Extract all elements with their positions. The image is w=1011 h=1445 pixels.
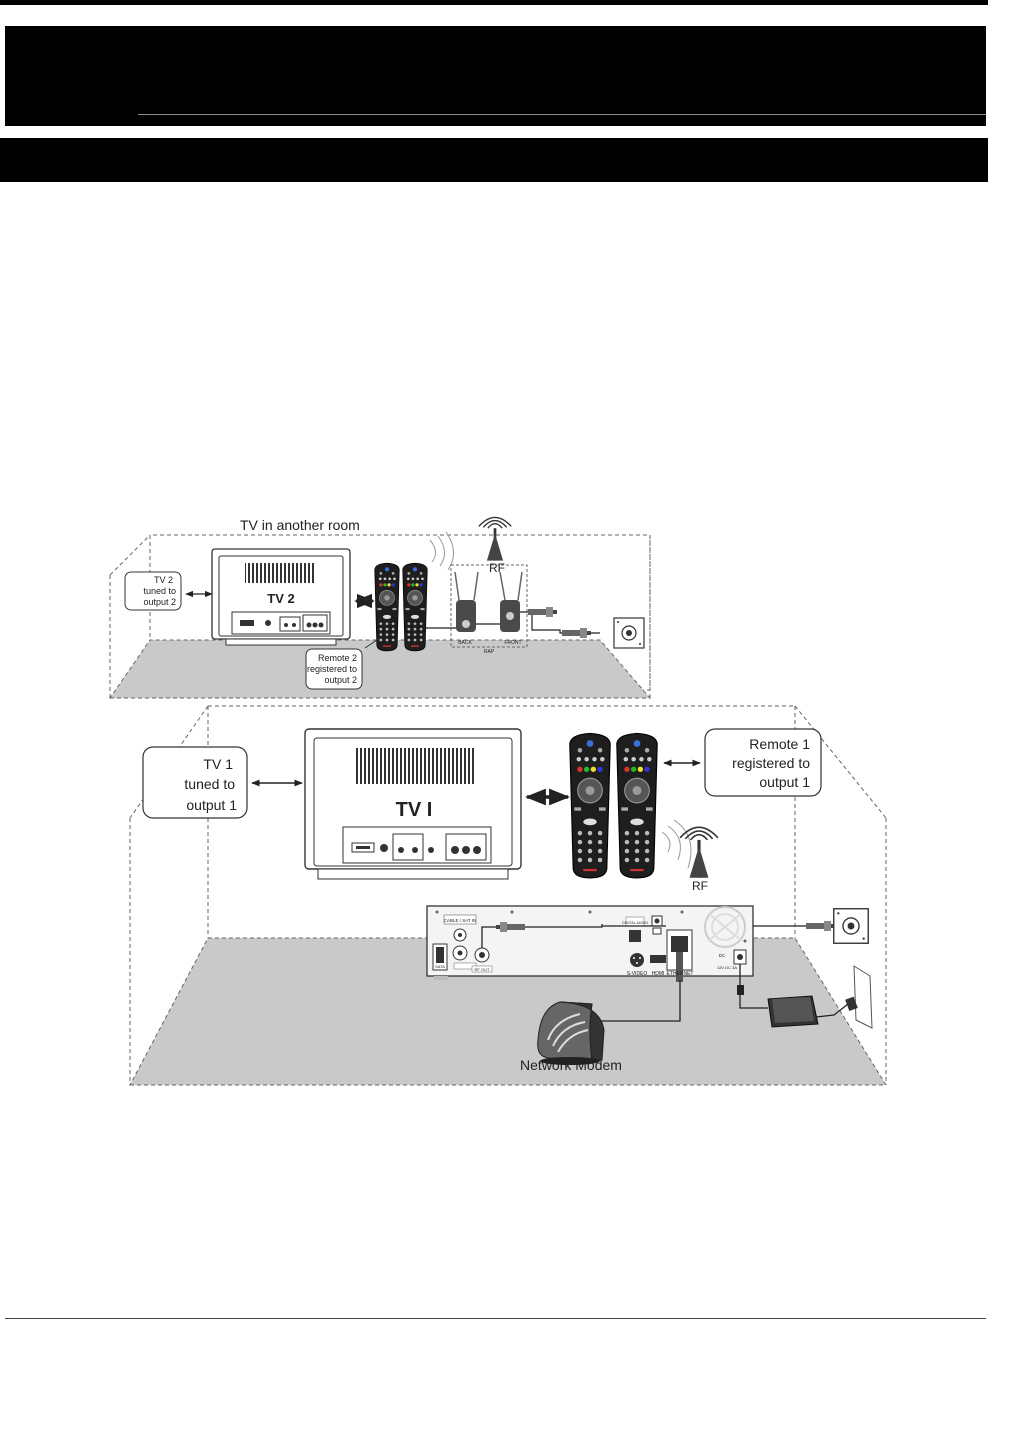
header-inner-line (138, 114, 986, 115)
footer-rule (5, 1318, 986, 1319)
rf-antenna-bottom-icon (679, 826, 719, 879)
rf-antenna-top-icon (478, 516, 512, 562)
remote2-callout-line1: Remote 2 (318, 653, 357, 663)
rap-box (450, 564, 528, 648)
dc-power-cable (739, 964, 768, 1009)
rf-label-top: RF (489, 561, 505, 575)
port-digital-audio-label: DIGITAL AUDIO (622, 921, 648, 925)
remote2-callout-line2: registered to (307, 664, 357, 674)
tv1-callout-line3: output 1 (186, 797, 237, 813)
remote1-callout-line1: Remote 1 (749, 736, 810, 752)
receiver-back-panel: CABLE / SAT IN SATA RF OUT DIGITAL AUDIO… (426, 905, 754, 982)
wall-plate-bottom-icon (833, 908, 869, 944)
port-svideo-label: S-VIDEO (627, 971, 648, 977)
dc-cable-ferrite (737, 985, 744, 995)
remote1-b (616, 732, 658, 879)
tv1-callout-line1: TV 1 (203, 756, 233, 772)
tv2-tuned-callout: TV 2 tuned to output 2 (124, 571, 182, 611)
rf-waves-bottom (661, 819, 692, 869)
rap-front-unit: FRONT (499, 571, 523, 646)
port-dc-label: DC (719, 953, 726, 958)
tv2-label: TV 2 (267, 591, 294, 606)
tv1-label: TV I (396, 799, 433, 821)
coax-plug-wall (806, 921, 835, 931)
rap-back-label: BACK (458, 640, 472, 646)
port-rf-out-label: RF OUT (475, 967, 490, 972)
bottom-room: TV I TV 1 tuned to output 1 (129, 705, 887, 1086)
tv2: TV 2 (211, 548, 351, 646)
port-dc-rating-label: 12V DC 3A (717, 965, 737, 970)
tv1-tuned-callout: TV 1 tuned to output 1 (142, 746, 248, 819)
network-modem (537, 1001, 605, 1065)
rap-cable-left (424, 623, 500, 629)
header-banner (5, 26, 986, 126)
rf-waves-top (429, 531, 454, 571)
top-room: TV in another room TV 2 TV 2 tuned to ou… (109, 516, 652, 699)
ethernet-cable (586, 980, 681, 1022)
top-rule (0, 0, 988, 5)
section-bar (0, 138, 988, 182)
power-adapter (767, 995, 849, 1028)
top-room-floor (109, 639, 652, 699)
remote1-a (569, 732, 611, 879)
remote2-callout-pointer (364, 637, 381, 649)
network-modem-label: Network Modem (520, 1057, 622, 1073)
rap-cable-right (520, 611, 600, 634)
tv2-callout-line1: TV 2 (154, 575, 173, 585)
port-hdmi-label: HDMI (652, 971, 665, 977)
rap-label: RAP (484, 649, 495, 655)
port-cable-in-label: CABLE / SAT IN (444, 918, 477, 923)
remote2-a (374, 562, 400, 652)
port-ethernet-label: ETHERNET (667, 971, 694, 977)
rf-label-bottom: RF (692, 879, 708, 893)
wall-plate-top-icon (613, 617, 645, 649)
remote1-registered-callout: Remote 1 registered to output 1 (704, 728, 822, 797)
tv1-callout-line2: tuned to (184, 776, 235, 792)
top-room-left-corner (109, 534, 151, 576)
bottom-room-right-corner (794, 705, 887, 819)
rap-back-unit: BACK (454, 571, 479, 646)
remote2-callout-line3: output 2 (324, 675, 357, 685)
tv1: TV I (304, 728, 522, 880)
remote2-registered-callout: Remote 2 registered to output 2 (305, 648, 363, 690)
tv2-callout-line2: tuned to (143, 586, 176, 596)
remote1-callout-line2: registered to (732, 755, 810, 771)
remote1-callout-line3: output 1 (759, 774, 810, 790)
rap-front-label: FRONT (504, 640, 521, 646)
tv2-callout-line3: output 2 (143, 597, 176, 607)
remote2-b (402, 562, 428, 652)
coax-splitter-top (562, 628, 591, 638)
wall-outlet (845, 965, 873, 1029)
port-sata-label: SATA (435, 964, 445, 969)
top-room-title: TV in another room (240, 517, 360, 533)
